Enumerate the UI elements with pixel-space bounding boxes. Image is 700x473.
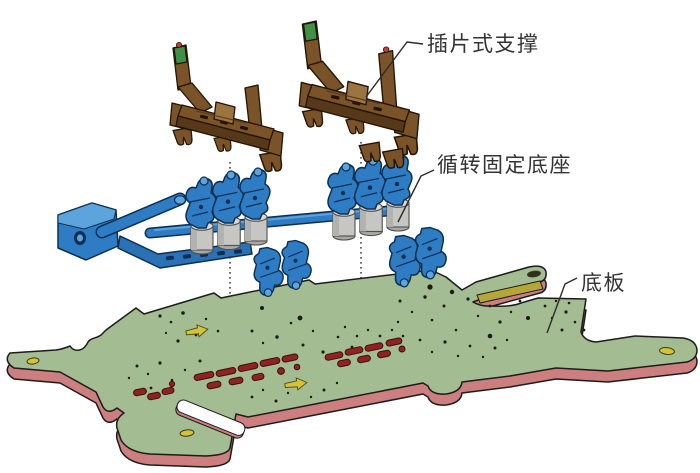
label-insert-support: 插片式支撑: [427, 33, 540, 56]
plate-tab-hole: [659, 347, 675, 355]
label-base-plate: 底板: [581, 272, 626, 295]
insert-support-left: [169, 42, 284, 173]
diagram-drawing: [6, 20, 698, 468]
rotary-clamp-head: [253, 246, 284, 297]
leader-lines: [365, 41, 578, 334]
label-rotary-base: 循转固定底座: [437, 154, 572, 177]
rotary-clamp-head: [281, 239, 312, 290]
rotary-clamp-head: [211, 170, 244, 224]
plate-arm-olive-edge: [476, 280, 544, 304]
plate-slot-cutout: [175, 399, 246, 439]
insert-support-right: [298, 20, 420, 169]
plate-red-slot-clusters: [133, 337, 406, 401]
support-hook-foot: [381, 147, 405, 169]
plate-tab-hole: [26, 357, 40, 365]
support-hook-foot: [172, 126, 193, 146]
red-tip-marker: [175, 42, 182, 48]
callout-labels: 插片式支撑 循转固定底座 底板: [427, 33, 626, 295]
support-hook-foot: [301, 107, 324, 128]
support-hook-foot: [258, 150, 283, 173]
cylinder-cap: [173, 195, 187, 205]
rotary-clamp-head: [185, 176, 217, 229]
yellow-arrow-marker: [284, 377, 308, 391]
clamp-cylinder: [359, 202, 383, 237]
leader-line-insert-support: [365, 41, 424, 98]
yellow-arrow-marker: [185, 324, 209, 338]
plate-tab-hole: [179, 429, 195, 437]
leader-line-base-plate: [546, 277, 578, 334]
rotary-clamp-head: [388, 234, 421, 288]
plate-tab-hole: [527, 270, 541, 278]
rotary-clamp-head: [414, 226, 447, 280]
clamp-cylinder: [386, 198, 410, 232]
rotary-clamp-head: [327, 162, 359, 215]
red-tip-marker: [382, 46, 390, 53]
leader-line-rotary-base: [397, 169, 435, 223]
clamp-cylinder: [244, 212, 268, 246]
base-plate: [6, 265, 698, 468]
rotary-base-assembly: [57, 153, 447, 297]
plate-hole-dots: [127, 284, 586, 403]
plate-yellow-arrows: [185, 324, 308, 391]
support-hook-foot: [358, 141, 382, 163]
clamp-cylinder: [190, 221, 214, 255]
base-rail: [117, 235, 253, 269]
rotary-clamp-head: [353, 156, 386, 210]
rotary-clamp-head: [239, 167, 271, 220]
